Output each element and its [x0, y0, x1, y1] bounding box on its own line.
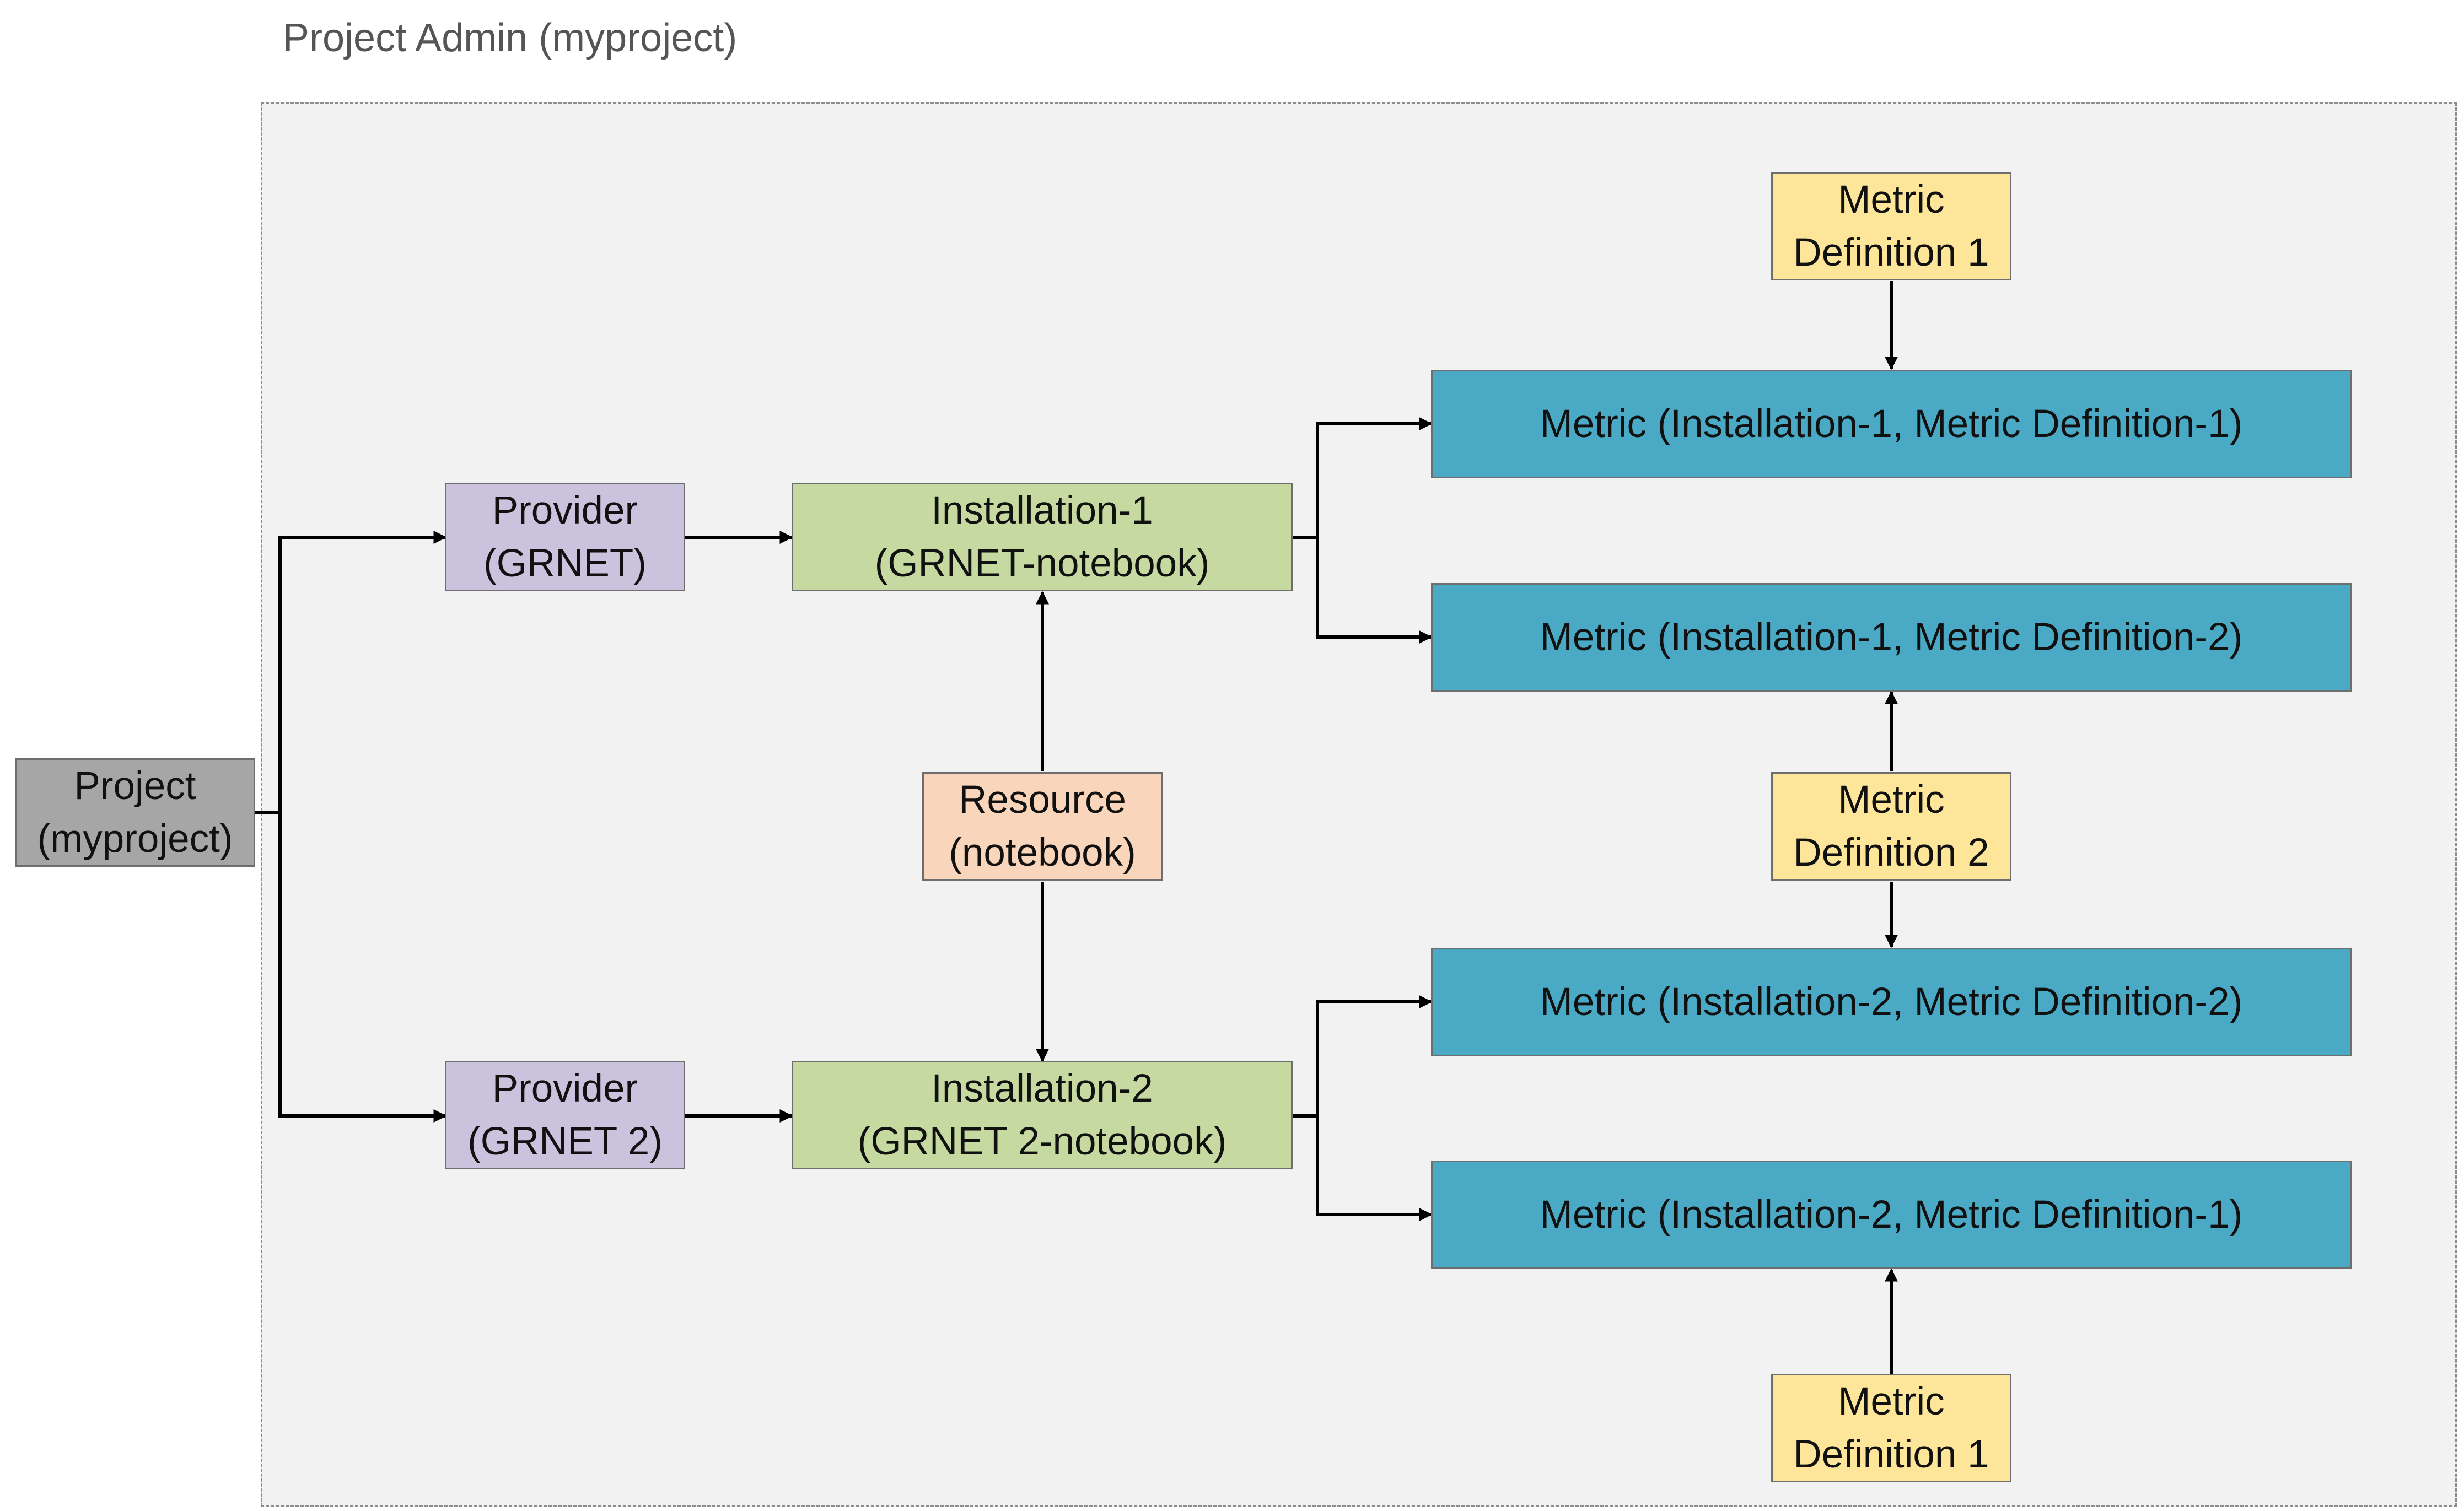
metric-definition-1-bottom-node[interactable]: Metric Definition 1 [1771, 1374, 2011, 1482]
project-admin-title: Project Admin (myproject) [283, 16, 738, 60]
metric-definition-1-top-node[interactable]: Metric Definition 1 [1771, 172, 2011, 280]
project-admin-frame [261, 102, 2457, 1507]
installation-2-node[interactable]: Installation-2 (GRNET 2-notebook) [792, 1061, 1293, 1169]
metric-definition-2-node[interactable]: Metric Definition 2 [1771, 772, 2011, 881]
provider-grnet-node[interactable]: Provider (GRNET) [445, 483, 685, 591]
resource-notebook-node[interactable]: Resource (notebook) [922, 772, 1163, 881]
metric-installation-1-md1-node[interactable]: Metric (Installation-1, Metric Definitio… [1431, 370, 2352, 478]
metric-installation-2-md2-node[interactable]: Metric (Installation-2, Metric Definitio… [1431, 948, 2352, 1056]
installation-1-node[interactable]: Installation-1 (GRNET-notebook) [792, 483, 1293, 591]
metric-installation-1-md2-node[interactable]: Metric (Installation-1, Metric Definitio… [1431, 583, 2352, 692]
provider-grnet-2-node[interactable]: Provider (GRNET 2) [445, 1061, 685, 1169]
metric-installation-2-md1-node[interactable]: Metric (Installation-2, Metric Definitio… [1431, 1161, 2352, 1269]
project-node[interactable]: Project (myproject) [15, 758, 255, 867]
